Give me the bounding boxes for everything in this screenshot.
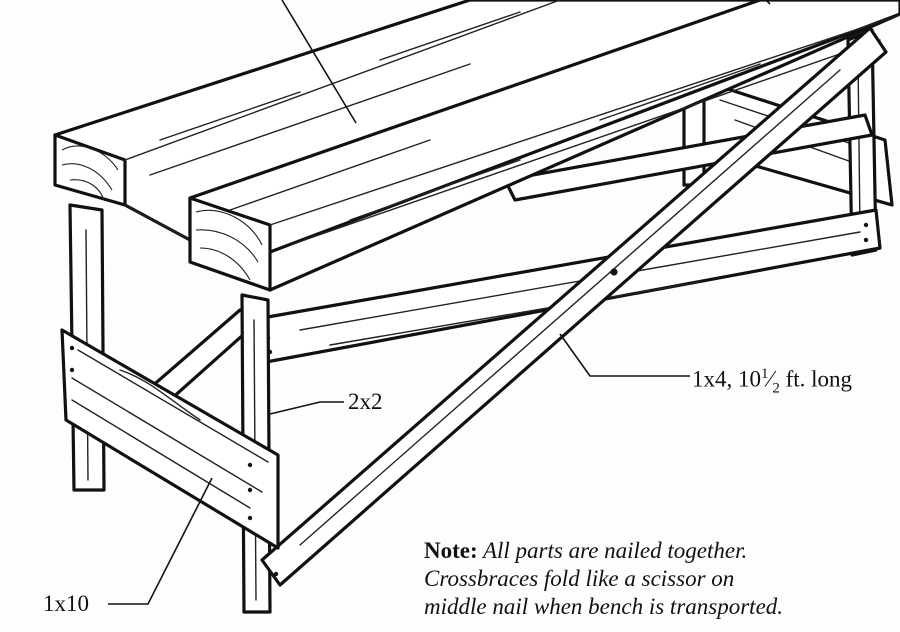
crossbrace-frac-sep: ⁄ <box>768 366 773 392</box>
leader-1x10 <box>108 477 213 605</box>
note-heading: Note: <box>424 538 478 563</box>
leader-crossbrace <box>559 333 690 377</box>
top-right-tick <box>765 0 771 5</box>
bench-top <box>53 0 900 292</box>
note-line-2: Crossbraces fold like a scissor on <box>424 566 735 591</box>
label-1x10: 1x10 <box>43 591 89 616</box>
diagonal-crossbrace <box>260 26 888 587</box>
leader-2x2 <box>269 401 344 415</box>
crossbrace-frac-den: 2 <box>772 380 780 397</box>
label-crossbrace: 1x4, 101⁄2 ft. long <box>692 366 852 397</box>
assembly-note: Note: All parts are nailed together. Cro… <box>424 537 900 621</box>
note-line-3: middle nail when bench is transported. <box>424 594 784 619</box>
end-board-1x10 <box>60 328 280 550</box>
crossbrace-frac-num: 1 <box>761 366 769 382</box>
top-board-leader <box>281 0 357 124</box>
note-line-1: All parts are nailed together. <box>477 538 748 563</box>
label-2x2: 2x2 <box>348 389 383 414</box>
crossbrace-length: ft. long <box>779 366 853 392</box>
leader-lines <box>108 0 771 605</box>
crossbrace-size: 1x4, 10 <box>692 366 761 392</box>
